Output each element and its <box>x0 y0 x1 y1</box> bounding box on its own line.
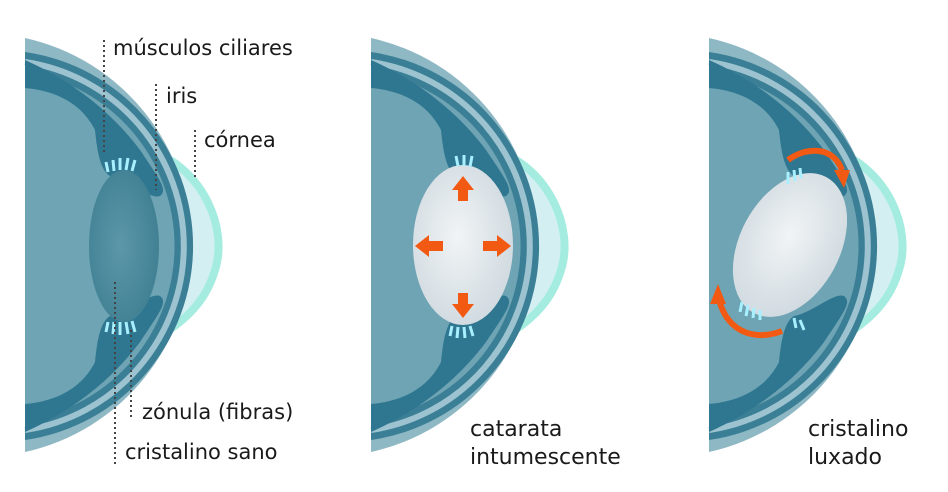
arrow-down <box>452 293 474 318</box>
label-cristalino-luxado: cristalino luxado <box>808 416 908 472</box>
cloudy-lens-swollen <box>413 165 513 325</box>
rotation-arrow-bottom <box>716 299 784 339</box>
rotation-arrows <box>710 147 850 339</box>
zonule-fibers <box>448 155 475 339</box>
leader-lines <box>103 40 196 464</box>
rotation-arrow-top <box>786 147 845 172</box>
label-luxado-line2: luxado <box>808 445 882 470</box>
expansion-arrows <box>415 176 511 318</box>
healthy-lens <box>89 170 159 322</box>
label-musculos-ciliares: músculos ciliares <box>113 36 293 60</box>
eye-panel-luxated <box>709 38 903 452</box>
label-zonula: zónula (fibras) <box>142 400 294 424</box>
label-luxado-line1: cristalino <box>808 417 909 442</box>
arrow-up <box>452 176 474 201</box>
label-catarata-intumescente: catarata intumescente <box>470 416 621 472</box>
eye-panel-healthy <box>25 38 219 464</box>
cloudy-lens-tilted <box>732 173 848 317</box>
zonule-fibers <box>104 157 137 335</box>
label-iris: iris <box>166 84 198 108</box>
arrow-left <box>415 235 443 257</box>
label-cornea: córnea <box>204 128 276 152</box>
eye-panel-cataract <box>371 38 565 452</box>
label-cristalino-sano: cristalino sano <box>125 440 278 464</box>
arrow-right <box>483 235 511 257</box>
label-catarata-line2: intumescente <box>470 445 621 470</box>
label-catarata-line1: catarata <box>470 417 563 442</box>
zonule-fibers <box>738 167 806 331</box>
